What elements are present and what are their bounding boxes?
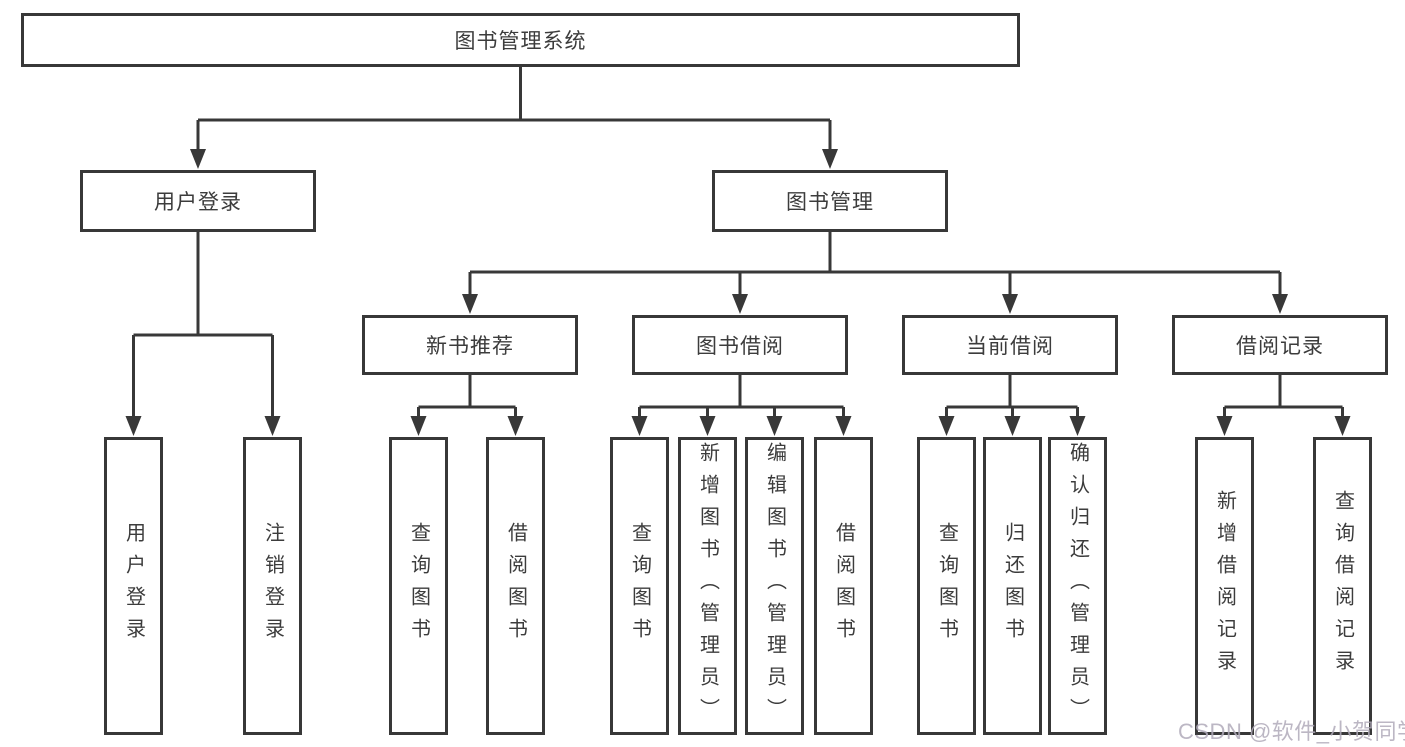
leaf-label: 查询图书	[628, 522, 651, 650]
arrowhead-icon	[732, 294, 748, 314]
arrowhead-icon	[938, 416, 955, 436]
arrowhead-icon	[1004, 416, 1021, 436]
leaf-label: 注销登录	[261, 522, 284, 650]
node-label: 图书管理	[786, 191, 874, 214]
leaf-logout: 注销登录	[243, 437, 302, 735]
connector-borrow-to-leaves	[638, 375, 845, 418]
connector-login-to-leaves	[132, 232, 274, 418]
leaf-confirm-return-admin: 确认归还（管理员）	[1048, 437, 1107, 735]
arrowhead-icon	[766, 416, 783, 436]
leaf-query-books-recommend: 查询图书	[389, 437, 448, 735]
leaf-label: 借阅图书	[504, 522, 527, 650]
arrowhead-icon	[264, 416, 281, 436]
connector-root-to-level2	[196, 67, 832, 152]
connector-current-to-leaves	[945, 375, 1079, 418]
arrowhead-icon	[190, 149, 206, 169]
node-label: 用户登录	[154, 191, 242, 214]
leaf-label: 确认归还（管理员）	[1066, 442, 1089, 730]
node-label: 新书推荐	[426, 335, 514, 358]
node-new-book-recommend: 新书推荐	[362, 315, 578, 375]
node-label: 图书借阅	[696, 335, 784, 358]
leaf-add-borrow-record: 新增借阅记录	[1195, 437, 1254, 735]
arrowhead-icon	[699, 416, 716, 436]
csdn-watermark: CSDN @软件_小贺同学	[1178, 719, 1405, 744]
connector-record-to-leaves	[1223, 375, 1344, 418]
leaf-edit-books-admin: 编辑图书（管理员）	[745, 437, 804, 735]
leaf-label: 用户登录	[122, 522, 145, 650]
arrowhead-icon	[1216, 416, 1233, 436]
arrowhead-icon	[1334, 416, 1351, 436]
node-user-login: 用户登录	[80, 170, 316, 232]
leaf-label: 新增借阅记录	[1213, 490, 1236, 682]
node-label: 借阅记录	[1236, 335, 1324, 358]
leaf-label: 查询借阅记录	[1331, 490, 1354, 682]
arrowhead-icon	[462, 294, 478, 314]
leaf-label: 查询图书	[407, 522, 430, 650]
leaf-label: 查询图书	[935, 522, 958, 650]
leaf-query-books-current: 查询图书	[917, 437, 976, 735]
leaf-label: 新增图书（管理员）	[696, 442, 719, 730]
connector-newbook-to-leaves	[417, 375, 517, 418]
node-system-root: 图书管理系统	[21, 13, 1020, 67]
node-book-management: 图书管理	[712, 170, 948, 232]
leaf-query-borrow-record: 查询借阅记录	[1313, 437, 1372, 735]
arrowhead-icon	[822, 149, 838, 169]
arrowhead-icon	[125, 416, 142, 436]
connector-mgmt-to-level3	[468, 232, 1282, 297]
leaf-add-books-admin: 新增图书（管理员）	[678, 437, 737, 735]
node-label: 当前借阅	[966, 335, 1054, 358]
arrowhead-icon	[1272, 294, 1288, 314]
leaf-borrow-books: 借阅图书	[814, 437, 873, 735]
arrowhead-icon	[835, 416, 852, 436]
arrowheads	[125, 149, 1351, 436]
leaf-label: 归还图书	[1001, 522, 1024, 650]
node-book-borrowing: 图书借阅	[632, 315, 848, 375]
leaf-return-books: 归还图书	[983, 437, 1042, 735]
arrowhead-icon	[1002, 294, 1018, 314]
leaf-label: 编辑图书（管理员）	[763, 442, 786, 730]
leaf-user-login: 用户登录	[104, 437, 163, 735]
leaf-borrow-books-recommend: 借阅图书	[486, 437, 545, 735]
node-current-borrowing: 当前借阅	[902, 315, 1118, 375]
leaf-label: 借阅图书	[832, 522, 855, 650]
node-label: 图书管理系统	[454, 30, 587, 53]
leaf-query-books-borrow: 查询图书	[610, 437, 669, 735]
arrowhead-icon	[1069, 416, 1086, 436]
node-borrowing-records: 借阅记录	[1172, 315, 1388, 375]
arrowhead-icon	[507, 416, 524, 436]
arrowhead-icon	[410, 416, 427, 436]
arrowhead-icon	[631, 416, 648, 436]
